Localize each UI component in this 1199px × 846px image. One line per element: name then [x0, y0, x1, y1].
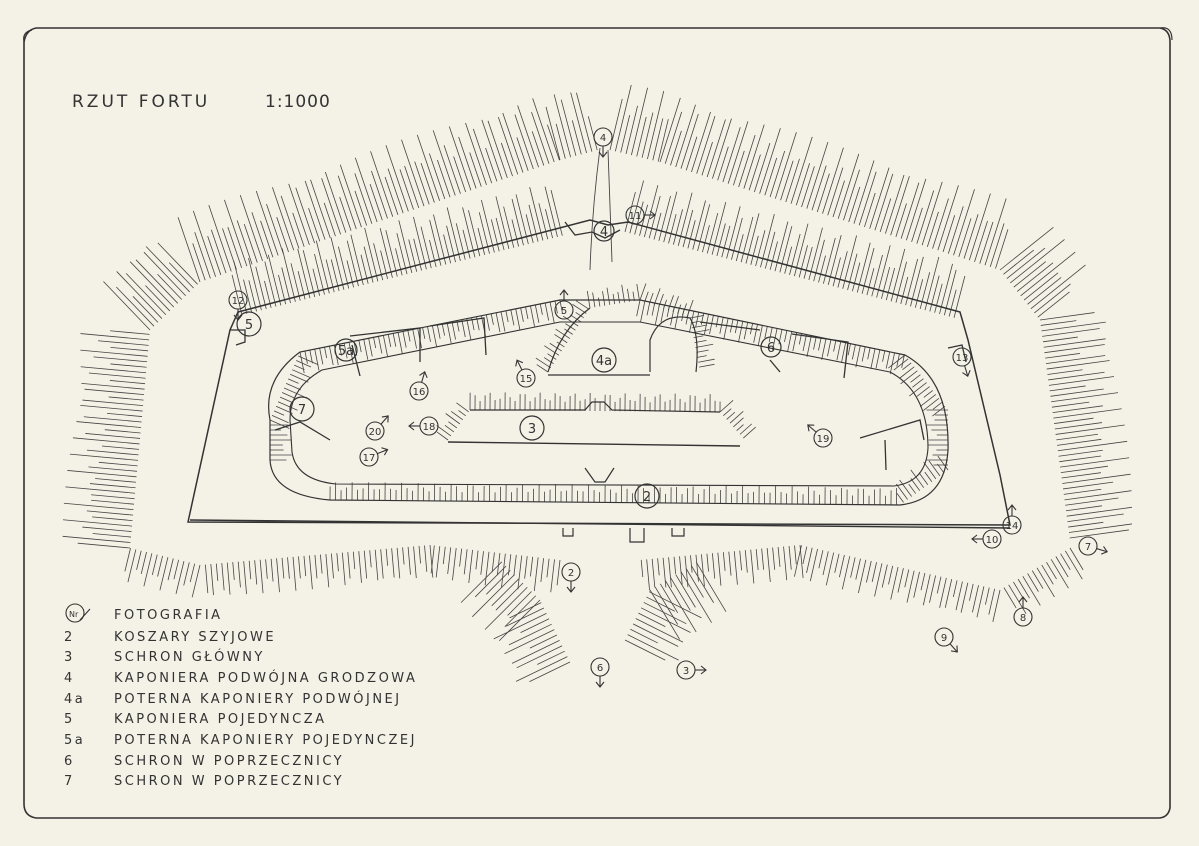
svg-text:13: 13	[956, 353, 969, 364]
photo-marker: 11	[625, 205, 656, 225]
gorge-line	[189, 519, 1011, 529]
fort-label-shelter-6: 6	[760, 336, 782, 358]
fort-label-barracks: 2	[634, 483, 660, 509]
traverse-shelters	[349, 317, 849, 379]
svg-text:20: 20	[369, 427, 382, 438]
fort-label-single-caponier-postern: 5a	[334, 338, 358, 362]
legend-key: 3	[64, 650, 75, 665]
svg-text:5a: 5a	[338, 344, 354, 359]
svg-text:9: 9	[941, 633, 947, 644]
svg-text:18: 18	[423, 422, 436, 433]
legend-label: KAPONIERA PODWÓJNA GRODZOWA	[114, 671, 418, 686]
photo-marker: 10	[971, 529, 1002, 549]
legend-key: 4a	[64, 692, 86, 707]
photo-marker: 2	[561, 562, 581, 593]
legend-label: KAPONIERA POJEDYNCZA	[114, 712, 327, 727]
svg-text:10: 10	[986, 535, 999, 546]
photo-marker: 17	[359, 447, 389, 467]
legend-label: SCHRON W POPRZECZNICY	[114, 754, 345, 769]
svg-text:7: 7	[1085, 542, 1091, 553]
legend-label: POTERNA KAPONIERY PODWÓJNEJ	[114, 692, 402, 707]
fort-label-double-caponier: 4	[593, 220, 615, 242]
legend-label: KOSZARY SZYJOWE	[114, 630, 277, 645]
fort-outline	[187, 219, 1011, 526]
legend-key: 5a	[64, 733, 86, 748]
photo-marker: 7	[1078, 536, 1109, 556]
courtyard-outline	[268, 299, 949, 506]
legend-key: 5	[64, 712, 75, 727]
svg-text:4: 4	[600, 133, 606, 144]
photo-marker: 4	[593, 127, 613, 158]
main-shelter-outline	[447, 441, 741, 447]
glacis-hatching	[62, 84, 1133, 682]
photo-marker: 20	[365, 415, 389, 441]
svg-text:2: 2	[643, 490, 651, 505]
photo-marker: 18	[408, 416, 439, 436]
svg-text:6: 6	[597, 663, 603, 674]
legend-key: 6	[64, 754, 75, 769]
svg-text:11: 11	[629, 211, 642, 222]
legend-symbol-label: Nr	[69, 610, 79, 619]
legend-key: 4	[64, 671, 75, 686]
fort-label-single-caponier: 5	[236, 311, 262, 337]
photo-marker: 5	[554, 289, 574, 320]
photo-marker: 9	[934, 627, 958, 653]
svg-text:2: 2	[568, 568, 574, 579]
legend-label: SCHRON W POPRZECZNICY	[114, 774, 345, 789]
legend-key: 7	[64, 774, 75, 789]
svg-text:17: 17	[363, 453, 376, 464]
svg-text:5: 5	[245, 318, 253, 333]
svg-text:3: 3	[528, 422, 536, 437]
svg-text:6: 6	[767, 341, 775, 356]
fort-label-main-shelter: 3	[519, 415, 545, 441]
svg-text:16: 16	[413, 387, 426, 398]
photo-marker: 15	[515, 359, 536, 388]
fort-label-shelter-7: 7	[289, 396, 315, 422]
photo-marker: 19	[807, 424, 833, 448]
drawing-frame	[23, 27, 1171, 819]
legend-label: POTERNA KAPONIERY POJEDYNCZEJ	[114, 733, 417, 748]
svg-text:7: 7	[298, 403, 306, 418]
svg-text:12: 12	[232, 296, 245, 307]
photo-legend-symbol: Nr	[65, 603, 91, 623]
svg-text:19: 19	[817, 434, 830, 445]
svg-text:4a: 4a	[596, 354, 612, 369]
photo-marker: 13	[952, 347, 972, 378]
legend-label: FOTOGRAFIA	[114, 608, 223, 623]
svg-text:4: 4	[600, 225, 608, 240]
photo-marker: 3	[676, 660, 707, 680]
svg-text:8: 8	[1020, 613, 1026, 624]
rampart-hatching	[231, 180, 966, 505]
legend-label: SCHRON GŁÓWNY	[114, 650, 265, 665]
photo-marker: 12	[228, 290, 248, 321]
svg-text:14: 14	[1006, 521, 1019, 532]
photo-marker: 16	[409, 370, 429, 401]
plan-title: RZUT FORTU	[72, 92, 211, 112]
svg-text:5: 5	[561, 306, 567, 317]
photo-marker: 6	[590, 657, 610, 688]
fort-label-double-caponier-postern: 4a	[591, 347, 617, 373]
plan-scale: 1:1000	[265, 92, 331, 112]
photo-marker: 8	[1013, 596, 1033, 627]
svg-text:15: 15	[520, 374, 533, 385]
svg-text:3: 3	[683, 666, 689, 677]
photo-marker: 14	[1002, 504, 1022, 535]
legend-key: 2	[64, 630, 75, 645]
